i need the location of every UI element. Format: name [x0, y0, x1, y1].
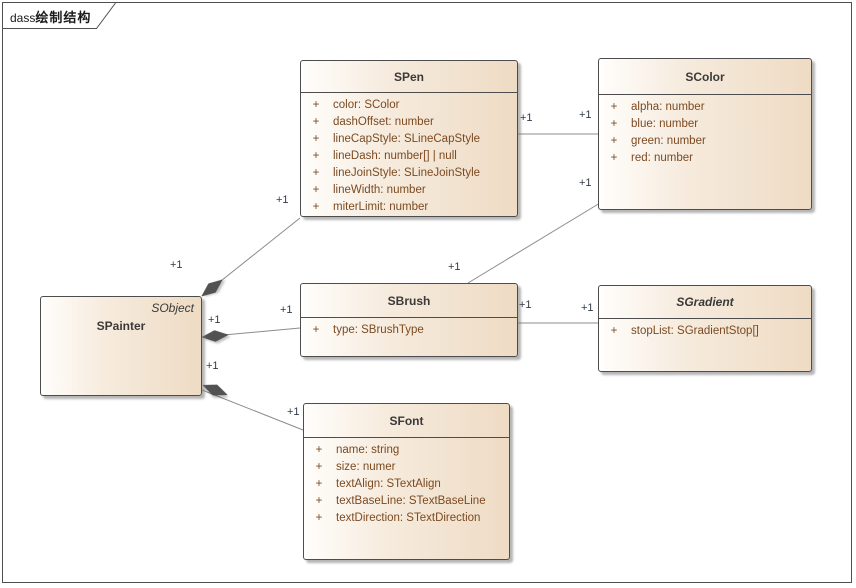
attribute-row: + type: SBrushType [301, 321, 517, 338]
attribute-row: + textDirection: STextDirection [304, 509, 509, 526]
multiplicity-label: +1 [280, 304, 293, 316]
attribute-text: type: SBrushType [333, 323, 424, 336]
attribute-text: lineWidth: number [333, 183, 426, 196]
composition-diamond-icon [201, 279, 223, 297]
attribute-text: red: number [631, 151, 694, 164]
attribute-text: name: string [336, 443, 400, 456]
visibility-marker: + [610, 117, 618, 130]
visibility-marker: + [610, 100, 618, 113]
class-scolor[interactable]: SColor + alpha: number + blue: number + gre… [598, 58, 812, 210]
class-name: SGradient [599, 286, 811, 319]
attribute-row: + dashOffset: number [301, 113, 517, 130]
multiplicity-label: +1 [581, 302, 594, 314]
multiplicity-label: +1 [579, 109, 592, 121]
attribute-row: + red: number [599, 149, 811, 166]
class-spainter[interactable]: SObject SPainter [40, 296, 202, 396]
multiplicity-label: +1 [520, 112, 533, 124]
class-sfont[interactable]: SFont + name: string + size: numer + textAl… [303, 403, 510, 560]
attribute-text: color: SColor [333, 98, 400, 111]
attribute-row: + miterLimit: number [301, 198, 517, 215]
visibility-marker: + [312, 200, 320, 213]
attribute-row: + color: SColor [301, 96, 517, 113]
multiplicity-label: +1 [276, 194, 289, 206]
attribute-row: + size: numer [304, 458, 509, 475]
visibility-marker: + [315, 494, 323, 507]
class-name: SPainter [96, 319, 146, 333]
attribute-row: + green: number [599, 132, 811, 149]
frame-title-main: 绘制结构 [35, 10, 92, 25]
multiplicity-label: +1 [170, 259, 183, 271]
attribute-compartment: + alpha: number + blue: number + green: num… [599, 95, 811, 166]
visibility-marker: + [312, 323, 320, 336]
multiplicity-label: +1 [519, 299, 532, 311]
class-stereotype: SObject [151, 301, 194, 315]
attribute-row: + lineWidth: number [301, 181, 517, 198]
visibility-marker: + [312, 166, 320, 179]
attribute-text: stopList: SGradientStop[] [631, 324, 759, 337]
visibility-marker: + [312, 183, 320, 196]
visibility-marker: + [312, 115, 320, 128]
attribute-compartment: + type: SBrushType [301, 318, 517, 338]
class-name: SPen [301, 61, 517, 93]
visibility-marker: + [312, 132, 320, 145]
multiplicity-label: +1 [206, 360, 219, 372]
visibility-marker: + [315, 443, 323, 456]
multiplicity-label: +1 [287, 406, 300, 418]
attribute-compartment: + color: SColor + dashOffset: number + line… [301, 93, 517, 215]
attribute-row: + textAlign: STextAlign [304, 475, 509, 492]
attribute-compartment: + stopList: SGradientStop[] [599, 319, 811, 339]
attribute-row: + name: string [304, 441, 509, 458]
attribute-text: textDirection: STextDirection [336, 511, 481, 524]
attribute-text: miterLimit: number [333, 200, 429, 213]
connector-painter-font[interactable] [201, 389, 304, 431]
class-name: SColor [599, 59, 811, 95]
visibility-marker: + [312, 98, 320, 111]
visibility-marker: + [610, 151, 618, 164]
attribute-text: size: numer [336, 460, 396, 473]
attribute-text: textBaseLine: STextBaseLine [336, 494, 486, 507]
class-name: SBrush [301, 284, 517, 318]
visibility-marker: + [315, 460, 323, 473]
attribute-row: + lineDash: number[] | null [301, 147, 517, 164]
attribute-row: + textBaseLine: STextBaseLine [304, 492, 509, 509]
composition-diamond-icon [202, 384, 228, 396]
class-sbrush[interactable]: SBrush + type: SBrushType [300, 283, 518, 357]
frame-title: dass绘制结构 [10, 7, 91, 26]
attribute-row: + stopList: SGradientStop[] [599, 322, 811, 339]
multiplicity-label: +1 [579, 177, 592, 189]
visibility-marker: + [610, 324, 618, 337]
composition-diamond-icon [201, 330, 229, 342]
attribute-text: lineJoinStyle: SLineJoinStyle [333, 166, 481, 179]
class-name: SFont [304, 404, 509, 438]
visibility-marker: + [315, 511, 323, 524]
attribute-compartment: + name: string + size: numer + textAlign: S… [304, 438, 509, 526]
attribute-text: lineCapStyle: SLineCapStyle [333, 132, 481, 145]
multiplicity-label: +1 [448, 261, 461, 273]
class-spen[interactable]: SPen + color: SColor + dashOffset: number … [300, 60, 518, 217]
attribute-row: + lineJoinStyle: SLineJoinStyle [301, 164, 517, 181]
visibility-marker: + [312, 149, 320, 162]
class-sgradient[interactable]: SGradient + stopList: SGradientStop[] [598, 285, 812, 372]
attribute-row: + alpha: number [599, 98, 811, 115]
attribute-row: + lineCapStyle: SLineCapStyle [301, 130, 517, 147]
attribute-row: + blue: number [599, 115, 811, 132]
connector-brush-color[interactable] [467, 202, 601, 284]
attribute-text: dashOffset: number [333, 115, 434, 128]
frame-title-prefix: dass [10, 11, 36, 25]
visibility-marker: + [610, 134, 618, 147]
attribute-text: lineDash: number[] | null [333, 149, 457, 162]
attribute-text: green: number [631, 134, 706, 147]
attribute-text: alpha: number [631, 100, 705, 113]
frame-tab [3, 2, 116, 29]
attribute-text: blue: number [631, 117, 699, 130]
visibility-marker: + [315, 477, 323, 490]
multiplicity-label: +1 [208, 314, 221, 326]
attribute-text: textAlign: STextAlign [336, 477, 441, 490]
